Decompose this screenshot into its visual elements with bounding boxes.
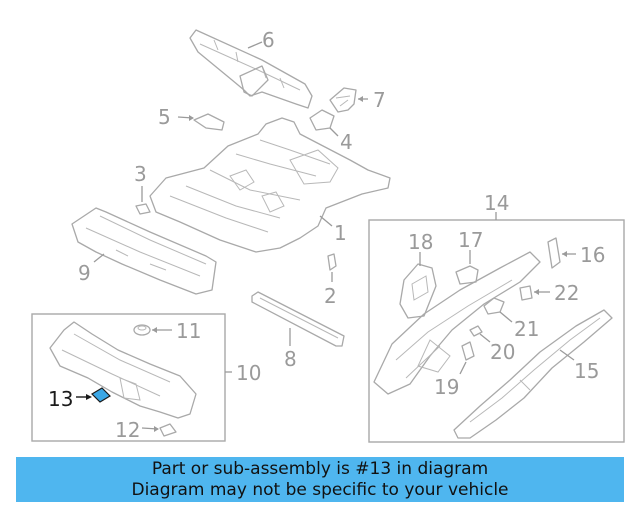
- part-20-drawing: [469, 325, 483, 337]
- leader-15: [559, 349, 575, 361]
- part-3-drawing: [135, 203, 151, 215]
- leader-20: [479, 333, 491, 343]
- callout-10[interactable]: 10: [236, 361, 261, 385]
- part-16-drawing: [547, 237, 561, 269]
- leader-21: [499, 311, 513, 323]
- part-6-drawing: [189, 29, 313, 109]
- banner-line-2: Diagram may not be specific to your vehi…: [131, 479, 509, 500]
- parts-diagram: 6 7 5 4 1 3 2 9: [31, 28, 625, 443]
- callout-19[interactable]: 19: [434, 375, 459, 399]
- callout-8[interactable]: 8: [284, 347, 297, 371]
- callout-5[interactable]: 5: [158, 105, 171, 129]
- callout-7[interactable]: 7: [373, 88, 386, 112]
- part-21-drawing: [483, 297, 505, 315]
- callout-9[interactable]: 9: [78, 261, 91, 285]
- part-14-drawing: [373, 251, 541, 395]
- callout-4[interactable]: 4: [340, 130, 353, 154]
- leader-6: [247, 41, 263, 49]
- callout-18[interactable]: 18: [408, 230, 433, 254]
- callout-1[interactable]: 1: [334, 221, 347, 245]
- leader-1: [319, 215, 333, 227]
- leader-9: [93, 253, 105, 263]
- part-1-drawing: [149, 117, 391, 253]
- arrow-13: [86, 394, 92, 400]
- arrow-7: [358, 96, 363, 102]
- part-2-drawing: [327, 253, 337, 271]
- callout-22[interactable]: 22: [554, 281, 579, 305]
- part-19-drawing: [461, 341, 475, 361]
- callout-15[interactable]: 15: [574, 359, 599, 383]
- callout-2[interactable]: 2: [324, 284, 337, 308]
- part-11-drawing: [133, 324, 151, 336]
- arrow-12: [154, 426, 159, 432]
- callout-12[interactable]: 12: [115, 418, 140, 442]
- part-10-drawing: [49, 321, 197, 419]
- arrow-22: [534, 289, 539, 295]
- arrow-5: [189, 115, 194, 121]
- part-7-drawing: [329, 87, 357, 113]
- sub-assembly-10-box: [31, 313, 226, 442]
- callout-20[interactable]: 20: [490, 340, 515, 364]
- part-12-drawing: [159, 423, 177, 437]
- part-17-drawing: [455, 265, 479, 285]
- banner-line-1: Part or sub-assembly is #13 in diagram: [151, 458, 489, 479]
- part-13-drawing: [91, 387, 111, 403]
- callout-6[interactable]: 6: [262, 28, 275, 52]
- callout-21[interactable]: 21: [514, 317, 539, 341]
- part-8-drawing: [251, 291, 345, 347]
- arrow-11: [152, 327, 157, 333]
- part-4-drawing: [309, 109, 335, 131]
- callout-14[interactable]: 14: [484, 191, 509, 215]
- part-5-drawing: [193, 113, 225, 131]
- callout-16[interactable]: 16: [580, 243, 605, 267]
- callout-13[interactable]: 13: [48, 387, 73, 411]
- leader-4: [329, 127, 339, 137]
- part-22-drawing: [519, 285, 533, 301]
- callout-17[interactable]: 17: [458, 228, 483, 252]
- part-15-drawing: [453, 309, 613, 439]
- info-banner: Part or sub-assembly is #13 in diagram D…: [16, 457, 624, 502]
- callout-11[interactable]: 11: [176, 319, 201, 343]
- leader-19: [459, 361, 467, 375]
- part-9-drawing: [71, 207, 217, 295]
- arrow-16: [562, 251, 567, 257]
- callout-3[interactable]: 3: [134, 162, 147, 186]
